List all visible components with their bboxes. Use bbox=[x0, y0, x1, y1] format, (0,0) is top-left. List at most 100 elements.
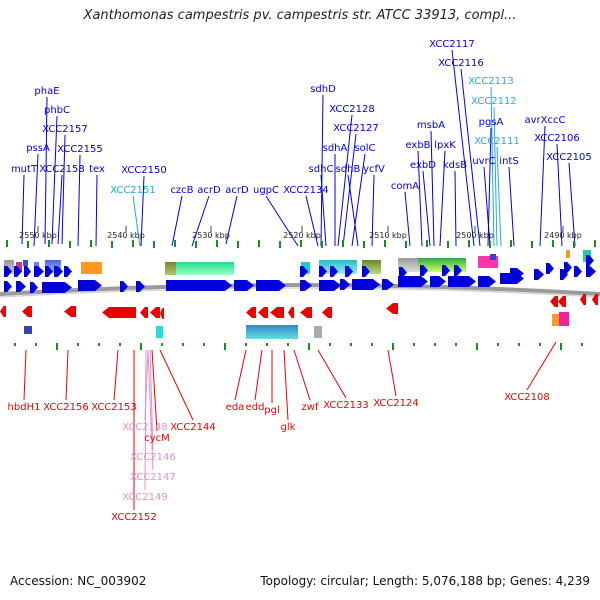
gene-label-pgl: pgl bbox=[264, 405, 279, 416]
forward-gene-arrow bbox=[574, 266, 582, 277]
reverse-gene-arrow bbox=[288, 307, 294, 318]
gene-label-uvrc: uvrC bbox=[472, 156, 495, 167]
tick-mark bbox=[48, 240, 50, 247]
gene-label-kdsb: kdsB bbox=[443, 160, 467, 171]
label-leader bbox=[144, 349, 147, 491]
gene-label-xcc2105: XCC2105 bbox=[546, 152, 592, 163]
forward-gene-arrow bbox=[319, 266, 327, 277]
label-leader bbox=[159, 349, 194, 421]
gene-label-xcc2127: XCC2127 bbox=[333, 123, 379, 134]
reverse-gene-arrow bbox=[102, 307, 136, 318]
label-leader bbox=[191, 195, 210, 247]
forward-gene-arrow bbox=[430, 276, 446, 287]
forward-gene-arrow bbox=[30, 282, 38, 293]
label-leader bbox=[526, 341, 557, 391]
reverse-gene-arrow bbox=[592, 294, 598, 305]
feature-box bbox=[552, 314, 560, 326]
label-leader bbox=[113, 349, 119, 401]
forward-gene-arrow bbox=[340, 279, 350, 290]
tick-mark bbox=[216, 240, 218, 247]
gene-label-xcc2134: XCC2134 bbox=[283, 185, 329, 196]
label-leader bbox=[417, 150, 423, 247]
forward-gene-arrow bbox=[64, 266, 72, 277]
label-leader bbox=[23, 349, 27, 401]
forward-gene-arrow bbox=[136, 281, 145, 292]
tick-mark bbox=[329, 343, 331, 346]
tick-mark bbox=[434, 343, 436, 346]
scale-label-2500-kbp: 2500 kbp bbox=[456, 231, 494, 240]
tick-mark bbox=[279, 241, 281, 248]
tick-mark bbox=[594, 240, 596, 247]
label-leader bbox=[539, 125, 546, 247]
forward-gene-arrow bbox=[54, 266, 63, 277]
label-leader bbox=[404, 191, 411, 247]
tick-mark bbox=[245, 343, 247, 346]
gene-label-phbc: phbC bbox=[44, 105, 70, 116]
label-leader bbox=[430, 130, 435, 247]
tick-mark bbox=[69, 241, 71, 248]
gene-label-phae: phaE bbox=[34, 86, 59, 97]
label-leader bbox=[371, 174, 375, 247]
gene-label-xcc2113: XCC2113 bbox=[468, 76, 514, 87]
reverse-gene-arrow bbox=[270, 307, 284, 318]
tick-mark bbox=[111, 241, 113, 248]
gene-label-tex: tex bbox=[89, 164, 105, 175]
gene-label-cycm: cycM bbox=[144, 433, 170, 444]
tick-mark bbox=[161, 343, 163, 346]
label-leader bbox=[283, 349, 289, 421]
tick-mark bbox=[174, 240, 176, 247]
tick-mark bbox=[510, 240, 512, 247]
reverse-gene-arrow bbox=[300, 307, 312, 318]
forward-gene-arrow bbox=[300, 266, 308, 277]
reverse-gene-arrow bbox=[322, 307, 332, 318]
forward-gene-arrow bbox=[564, 262, 572, 273]
gene-label-coma: comA bbox=[391, 181, 419, 192]
tick-mark bbox=[552, 240, 554, 247]
reverse-gene-arrow bbox=[0, 306, 6, 317]
gene-label-lpxk: lpxK bbox=[434, 140, 456, 151]
tick-mark bbox=[342, 240, 344, 247]
forward-gene-arrow bbox=[420, 265, 428, 276]
gene-label-xcc2112: XCC2112 bbox=[471, 96, 517, 107]
feature-box bbox=[81, 262, 102, 274]
reverse-gene-arrow bbox=[160, 308, 164, 319]
feature-box bbox=[566, 250, 570, 258]
tick-mark bbox=[27, 241, 29, 248]
tick-mark bbox=[497, 343, 499, 346]
gene-label-xcc2116: XCC2116 bbox=[438, 58, 484, 69]
gene-label-hbdh1: hbdH1 bbox=[8, 402, 41, 413]
forward-gene-arrow bbox=[24, 266, 31, 277]
label-leader bbox=[95, 174, 98, 247]
tick-mark bbox=[35, 343, 37, 346]
label-leader bbox=[151, 349, 158, 432]
label-leader bbox=[149, 349, 154, 451]
tick-mark bbox=[14, 343, 16, 346]
forward-gene-arrow bbox=[120, 281, 128, 292]
tick-mark bbox=[90, 240, 92, 247]
label-leader bbox=[44, 96, 48, 245]
forward-gene-arrow bbox=[256, 280, 286, 291]
label-leader bbox=[493, 106, 498, 247]
label-leader bbox=[320, 174, 327, 247]
label-leader bbox=[568, 162, 576, 247]
label-leader bbox=[439, 150, 446, 247]
scale-label-2550-kbp: 2550 kbp bbox=[19, 231, 57, 240]
feature-box bbox=[16, 262, 22, 272]
label-leader bbox=[51, 115, 58, 245]
tick-mark bbox=[413, 343, 415, 346]
gene-label-xcc2151: XCC2151 bbox=[110, 185, 156, 196]
gene-label-xcc2149: XCC2149 bbox=[122, 492, 168, 503]
label-leader bbox=[451, 49, 475, 247]
forward-gene-arrow bbox=[442, 265, 450, 276]
scale-label-2530-kbp: 2530 kbp bbox=[192, 231, 230, 240]
gene-label-xcc2144: XCC2144 bbox=[170, 422, 216, 433]
label-leader bbox=[320, 94, 324, 247]
gene-label-xcc2153: XCC2153 bbox=[91, 402, 137, 413]
tick-mark bbox=[518, 343, 520, 346]
label-leader bbox=[483, 166, 491, 247]
forward-gene-arrow bbox=[510, 268, 524, 279]
forward-gene-arrow bbox=[34, 266, 44, 277]
tick-mark bbox=[573, 241, 575, 248]
tick-mark bbox=[153, 241, 155, 248]
reverse-gene-arrow bbox=[258, 307, 268, 318]
